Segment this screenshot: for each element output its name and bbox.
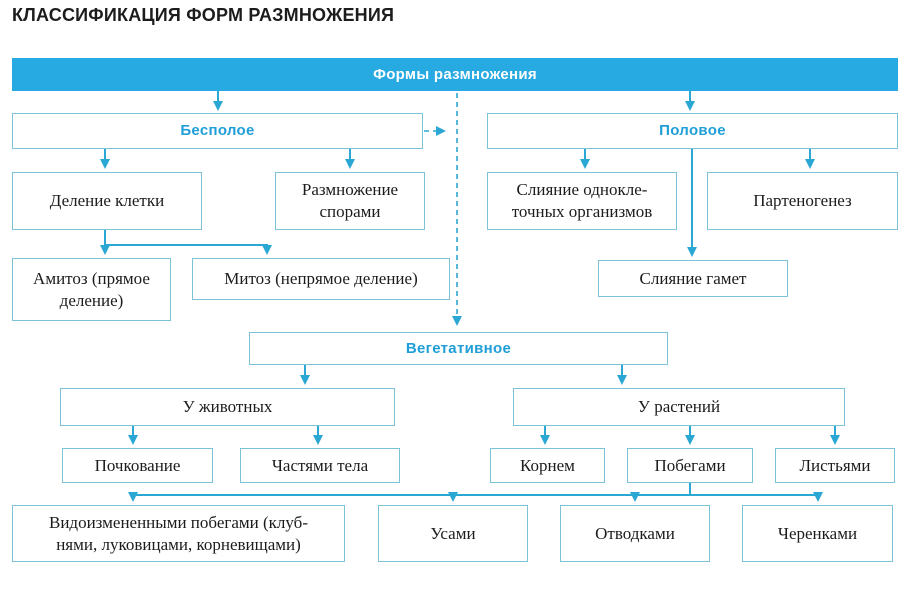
node-chastyami-tela: Частями тела xyxy=(240,448,400,483)
node-label: Побегами xyxy=(654,455,726,475)
node-label: Бесполое xyxy=(180,122,255,140)
edge-delenie-mitoz xyxy=(104,229,272,255)
node-label: Слияние гамет xyxy=(639,268,747,288)
node-u-zhivotnyh: У животных xyxy=(60,388,395,426)
node-label: Отводками xyxy=(595,523,675,543)
node-listyami: Листьями xyxy=(775,448,895,483)
node-label-line2: точных организмов xyxy=(511,202,653,221)
node-partenogenez: Партеногенез xyxy=(707,172,898,230)
node-label: У растений xyxy=(637,397,721,417)
node-label-line1: Амитоз (прямое xyxy=(33,268,150,288)
node-mitoz: Митоз (непрямое деление) xyxy=(192,258,450,300)
node-amitoz: Амитоз (прямое деление) xyxy=(12,258,171,321)
node-label: Листьями xyxy=(799,455,871,475)
node-vidoizmenennymi-pobegami: Видоизмененными побегами (клуб- нями, лу… xyxy=(12,505,345,562)
node-label: Деление клетки xyxy=(49,191,165,211)
node-label: Усами xyxy=(430,523,476,543)
node-label: Митоз (непрямое деление) xyxy=(224,269,418,289)
page-title: КЛАССИФИКАЦИЯ ФОРМ РАЗМНОЖЕНИЯ xyxy=(12,5,395,25)
node-label-line2: спорами xyxy=(319,202,381,221)
node-label: Черенками xyxy=(777,523,858,543)
node-label-line1: Видоизмененными побегами (клуб- xyxy=(48,512,308,532)
node-label: Половое xyxy=(659,122,726,140)
node-u-rastenij: У растений xyxy=(513,388,845,426)
node-label: Формы размножения xyxy=(373,65,537,83)
node-formy-razmnozheniya: Формы размножения xyxy=(12,58,898,91)
node-label: Частями тела xyxy=(271,455,369,475)
node-label: Вегетативное xyxy=(405,339,512,357)
node-bespoloe: Бесполое xyxy=(12,113,423,149)
node-usami: Усами xyxy=(378,505,528,562)
node-label: Партеногенез xyxy=(753,191,852,211)
node-label: У животных xyxy=(182,397,273,417)
node-label: Корнем xyxy=(520,455,575,475)
node-label: Почкование xyxy=(94,455,181,475)
node-label-line2: деление) xyxy=(59,290,124,310)
node-razmnozhenie-sporami: Размножение спорами xyxy=(275,172,425,230)
node-sliyanie-gamet: Слияние гамет xyxy=(598,260,788,297)
node-cherenkami: Черенками xyxy=(742,505,893,562)
node-polovoe: Половое xyxy=(487,113,898,149)
node-label-line1: Слияние однокле- xyxy=(516,180,648,200)
node-vegetativnoe: Вегетативное xyxy=(249,332,668,365)
node-pochkovanie: Почкование xyxy=(62,448,213,483)
node-sliyanie-odnokletochnyh: Слияние однокле- точных организмов xyxy=(487,172,677,230)
node-pobegami: Побегами xyxy=(627,448,753,483)
edge-pobegami-bus xyxy=(133,483,818,496)
node-otvodkami: Отводками xyxy=(560,505,710,562)
node-delenie-kletki: Деление клетки xyxy=(12,172,202,230)
node-label-line1: Размножение xyxy=(301,180,399,200)
node-label-line2: нями, луковицами, корневищами) xyxy=(56,534,301,554)
node-kornem: Корнем xyxy=(490,448,605,483)
